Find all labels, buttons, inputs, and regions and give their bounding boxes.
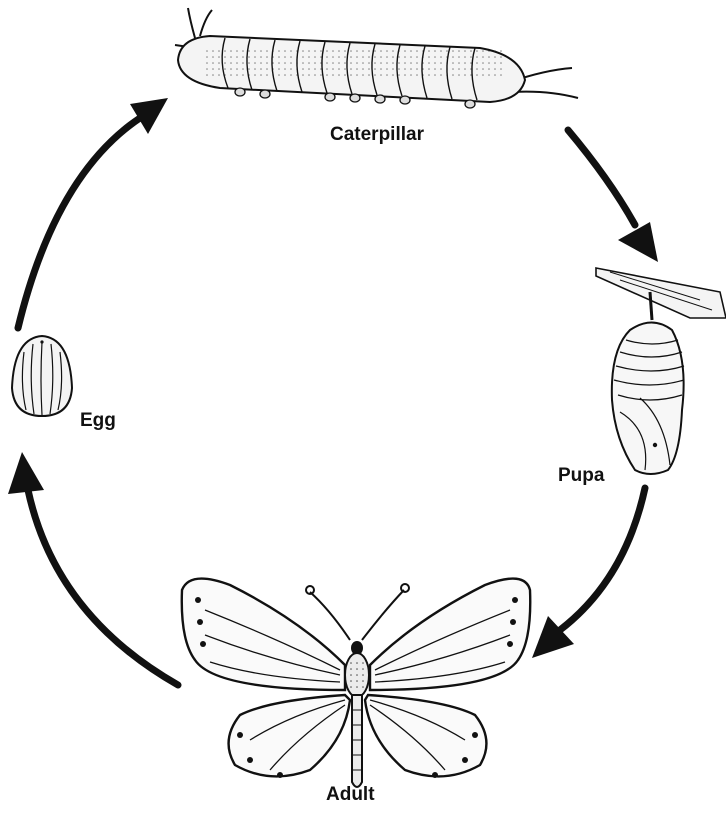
butterfly-illustration (182, 579, 530, 787)
arrow-egg-to-caterpillar (18, 98, 168, 328)
egg-illustration (12, 336, 72, 416)
label-pupa: Pupa (558, 465, 604, 487)
label-egg: Egg (80, 410, 116, 432)
label-caterpillar: Caterpillar (330, 124, 424, 146)
arrow-pupa-to-adult (532, 488, 645, 658)
pupa-illustration (596, 268, 726, 474)
caterpillar-illustration (175, 8, 578, 108)
arrow-caterpillar-to-pupa (568, 130, 658, 262)
label-adult: Adult (326, 784, 375, 806)
arrow-adult-to-egg (8, 452, 178, 685)
